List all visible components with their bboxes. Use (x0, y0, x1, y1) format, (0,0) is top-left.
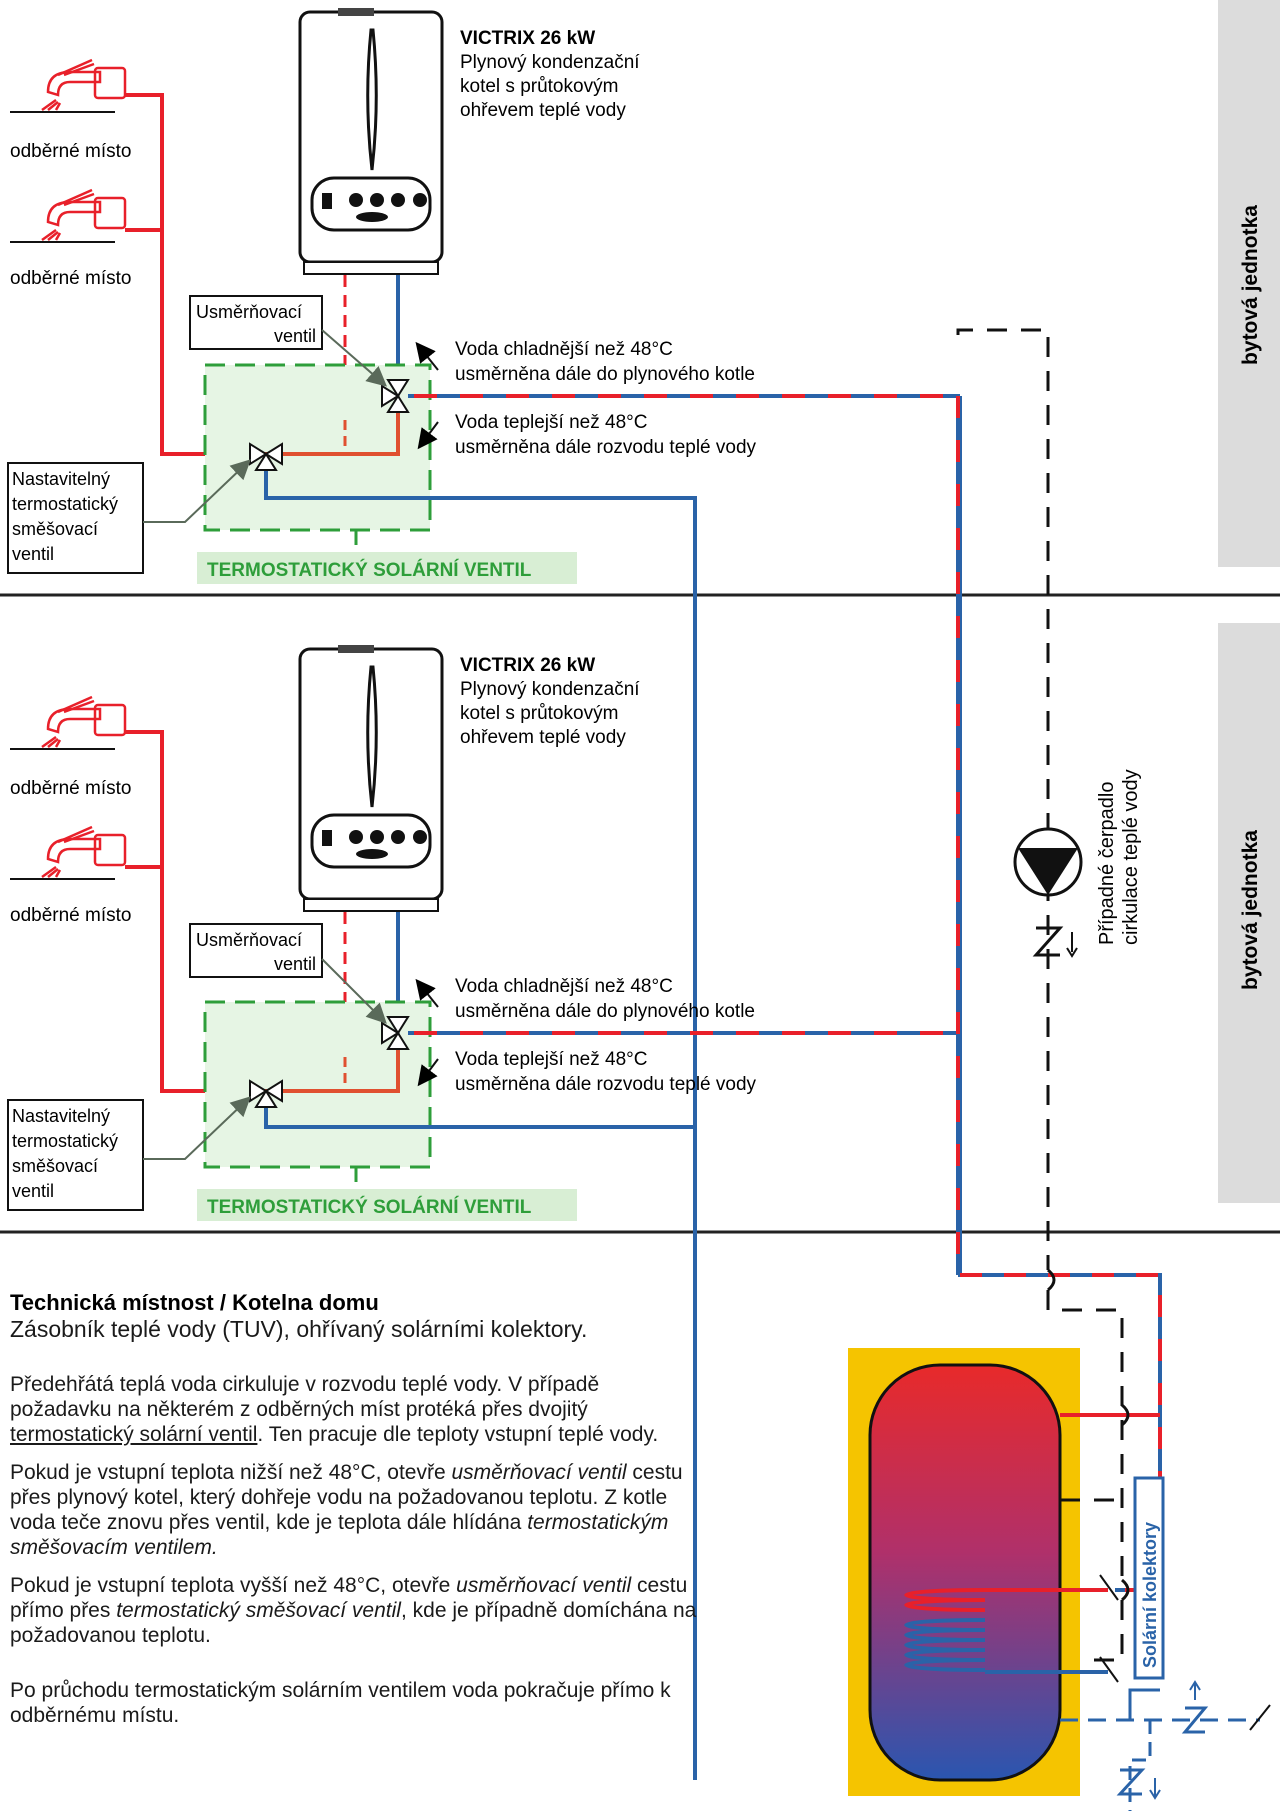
mixer-label-box (7, 1099, 144, 1211)
mixer-label: směšovací (12, 1156, 98, 1176)
diverter-pointer (321, 958, 387, 1024)
unit-2: VICTRIX 26 kW Plynový kondenzační kotel … (7, 645, 960, 1221)
cold-note-arrow (415, 978, 439, 1008)
solar-valve-label-bg (197, 1189, 577, 1221)
mixing-valve-icon (249, 442, 283, 471)
boiler-desc: kotel s průtokovým (460, 76, 618, 97)
diverter-label-box (189, 923, 323, 978)
mixer-label-box (7, 462, 144, 574)
mixer-label: termostatický (12, 494, 118, 514)
mixer-label: Nastavitelný (12, 469, 110, 489)
mixer-label: ventil (12, 544, 54, 564)
warm-pipe (255, 1047, 400, 1093)
paragraph: Po průchodu termostatickým solárním vent… (10, 1679, 671, 1727)
diverter-label: ventil (274, 326, 316, 346)
paragraph: Pokud je vstupní teplota vyšší než 48°C,… (10, 1574, 697, 1647)
unit-band-2 (1218, 623, 1280, 1203)
mixer-label: termostatický (12, 1131, 118, 1151)
faucet-icon (41, 695, 127, 749)
collectors-box (1133, 1476, 1165, 1680)
mixer-label: ventil (12, 1181, 54, 1201)
faucet-icon (41, 188, 127, 242)
cold-main (264, 468, 697, 1780)
diverter-label: ventil (274, 954, 316, 974)
cold-branch (1128, 1720, 1152, 1811)
pump-label: Případné čerpadlo (1096, 782, 1118, 945)
solar-valve-label: TERMOSTATICKÝ SOLÁRNÍ VENTIL (207, 1196, 532, 1218)
warm-note: usměrněna dále rozvodu teplé vody (455, 1074, 757, 1095)
hot-water-tank (868, 1363, 1062, 1782)
diverter-label: Usměrňovací (196, 302, 302, 322)
unit-label-1: bytová jednotka (1239, 205, 1262, 365)
boiler-icon (298, 8, 444, 275)
boiler-title: VICTRIX 26 kW (460, 655, 595, 676)
boiler-icon (298, 645, 444, 912)
warm-note-arrow (417, 421, 439, 450)
cold-note-arrow (415, 341, 439, 371)
paragraph: Předehřátá teplá voda cirkuluje v rozvod… (10, 1373, 659, 1446)
cold-note: usměrněna dále do plynového kotle (455, 1001, 755, 1022)
unit-label-2: bytová jednotka (1239, 830, 1262, 990)
pump-label: cirkulace teplé vody (1120, 769, 1142, 945)
warm-note-arrow (417, 1058, 439, 1087)
tap-label: odběrné místo (10, 141, 131, 162)
section-subheading: Zásobník teplé vody (TUV), ohřívaný solá… (10, 1316, 588, 1342)
coil-break-mark (1099, 1656, 1119, 1683)
check-valve-icon (1032, 926, 1078, 958)
solar-coil-icon (904, 1588, 1070, 1674)
warm-note: Voda teplejší než 48°C (455, 412, 647, 433)
paragraph: Pokud je vstupní teplota nižší než 48°C,… (10, 1461, 683, 1559)
warm-note: Voda teplejší než 48°C (455, 1049, 647, 1070)
solar-valve-label-bg (197, 552, 577, 584)
boiler-desc: Plynový kondenzační (460, 679, 640, 700)
boiler-title: VICTRIX 26 kW (460, 28, 595, 49)
diverter-label-box (189, 295, 323, 350)
unit-band-1 (1218, 0, 1280, 567)
mixer-label: směšovací (12, 519, 98, 539)
boiler-desc: kotel s průtokovým (460, 703, 618, 724)
inlet-break-mark (1249, 1704, 1271, 1731)
coil-break-mark (1099, 1574, 1119, 1601)
mixer-label: Nastavitelný (12, 1106, 110, 1126)
boiler-desc: ohřevem teplé vody (460, 727, 626, 748)
tap-label: odběrné místo (10, 905, 131, 926)
solar-valve-label: TERMOSTATICKÝ SOLÁRNÍ VENTIL (207, 559, 532, 581)
tap-label: odběrné místo (10, 778, 131, 799)
cold-branch (264, 1105, 695, 1129)
warm-note: usměrněna dále rozvodu teplé vody (455, 437, 757, 458)
mixer-pointer (143, 459, 251, 523)
collectors-label: Solární kolektory (1140, 1522, 1160, 1668)
diverter-valve-icon (381, 379, 410, 413)
cold-note: Voda chladnější než 48°C (455, 976, 673, 997)
section-heading: Technická místnost / Kotelna domu (10, 1290, 379, 1315)
unit-1: VICTRIX 26 kW Plynový kondenzační kotel … (7, 8, 960, 1780)
cold-note: usměrněna dále do plynového kotle (455, 364, 755, 385)
check-valve-icon (1181, 1680, 1209, 1734)
boiler-desc: Plynový kondenzační (460, 52, 640, 73)
faucet-icon (41, 825, 127, 879)
pump-icon (1013, 827, 1083, 897)
description: Předehřátá teplá voda cirkuluje v rozvod… (10, 1372, 700, 1741)
diverter-pointer (321, 329, 388, 387)
boiler-desc: ohřevem teplé vody (460, 100, 626, 121)
warm-pipe (255, 410, 400, 456)
faucet-icon (41, 58, 127, 112)
mixer-pointer (143, 1096, 251, 1160)
cold-note: Voda chladnější než 48°C (455, 339, 673, 360)
mixing-valve-icon (249, 1079, 283, 1108)
diverter-label: Usměrňovací (196, 930, 302, 950)
check-valve-icon (1116, 1768, 1161, 1800)
diverter-valve-icon (381, 1016, 410, 1050)
tap-label: odběrné místo (10, 268, 131, 289)
